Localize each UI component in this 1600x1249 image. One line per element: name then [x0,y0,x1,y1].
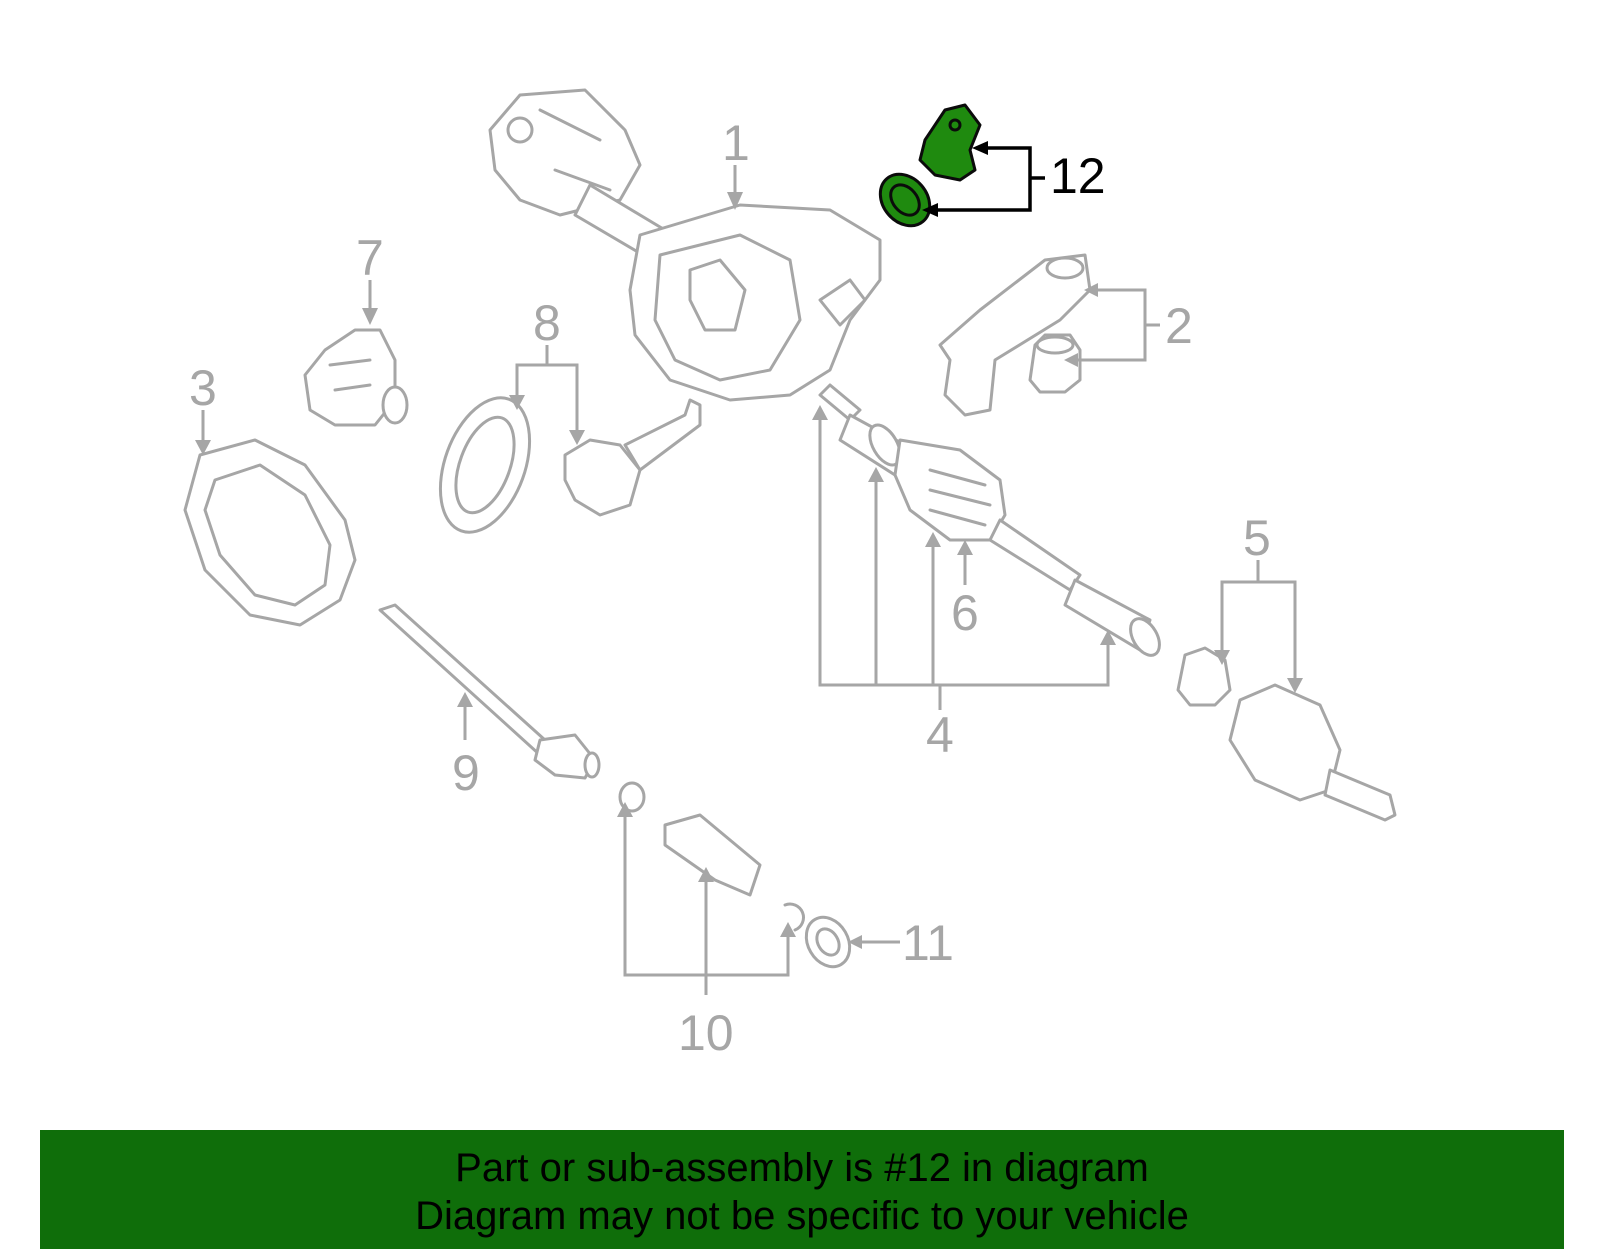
callout-9[interactable]: 9 [452,745,480,801]
part-4-cv-axle[interactable] [818,383,1165,660]
callout-12[interactable]: 12 [1050,148,1106,204]
part-1-axle-housing[interactable] [488,88,882,402]
leader-5 [1214,560,1303,693]
leader-3 [195,410,211,455]
part-8-ring-and-pinion[interactable] [423,386,702,545]
callout-4[interactable]: 4 [926,707,954,763]
leader-7 [362,280,378,325]
part-11-seal[interactable] [798,909,859,974]
leader-2 [1064,283,1160,367]
part-2-bracket-bushing[interactable] [938,253,1092,417]
part-10-coupler[interactable] [618,781,805,932]
callout-3[interactable]: 3 [189,360,217,416]
leader-4 [812,405,1116,710]
callout-10[interactable]: 10 [678,1005,734,1061]
leader-9 [457,692,473,740]
info-banner: Part or sub-assembly is #12 in diagram D… [40,1130,1564,1249]
part-9-axle-shaft[interactable] [378,603,601,780]
leader-6 [957,540,973,585]
part-3-cover[interactable] [183,438,357,627]
callout-11[interactable]: 11 [902,915,954,971]
callout-5[interactable]: 5 [1243,510,1271,566]
leader-11 [848,935,900,949]
leader-10 [617,802,796,995]
callout-2[interactable]: 2 [1165,298,1193,354]
leader-12 [922,141,1045,217]
banner-line-1: Part or sub-assembly is #12 in diagram [455,1146,1149,1190]
callout-1[interactable]: 1 [722,115,750,171]
callout-8[interactable]: 8 [533,295,561,351]
callout-6[interactable]: 6 [951,585,979,641]
part-7-differential-case[interactable] [303,328,409,427]
leader-8 [509,345,585,445]
leader-1 [727,165,743,210]
callout-7[interactable]: 7 [356,230,384,286]
part-5-cv-joint[interactable] [1176,646,1397,822]
banner-line-2: Diagram may not be specific to your vehi… [415,1194,1189,1238]
part-12-highlighted-assembly[interactable] [870,103,982,236]
